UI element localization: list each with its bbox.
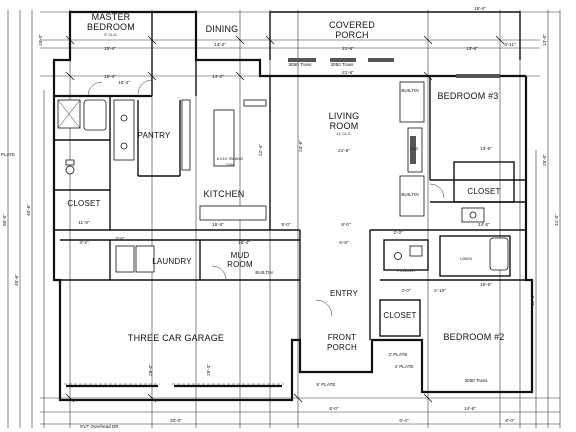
garage-label: THREE CAR GARAGE: [128, 333, 224, 343]
builtin-note-1: BUILTIN: [401, 88, 418, 93]
window-note-1: 3050 Trans: [289, 62, 313, 67]
living-room-label-2: ROOM: [330, 121, 359, 131]
dim-top-1: 15'-4": [104, 46, 116, 51]
builtin-note-3: BUILTIN: [255, 270, 272, 275]
dim-row2-3: 9'-0": [281, 222, 291, 227]
island-label: 6'X10' ISLAND: [217, 156, 244, 161]
builtin-note-2: BUILTIN: [401, 192, 418, 197]
living-room-label: LIVING: [329, 111, 360, 121]
dim-mid-5: 24'-6": [298, 140, 303, 152]
master-bedroom-label-2: BEDROOM: [87, 22, 135, 32]
dim-row3-5: 2'-3": [393, 230, 403, 235]
master-bedroom-ceiling: 9' CLG.: [104, 32, 117, 37]
dim-top-3: 14'-2": [214, 42, 226, 47]
dim-bottom-3: 33'-0": [170, 418, 182, 423]
dimensions-top: 15'-4" 15'-4" 14'-2" 21'-6" 21'-6" 15'-4…: [104, 6, 516, 79]
pantry-label: PANTRY: [138, 131, 171, 140]
dim-right-1: 41'-0": [554, 214, 559, 226]
bedroom2-label: BEDROOM #2: [443, 332, 504, 342]
dim-bottom-2: 29'-3": [206, 364, 211, 376]
dim-right-4: 13'-0": [542, 34, 547, 46]
linen-label: LINEN: [460, 256, 472, 261]
plate-note-1: 2' PLATE: [389, 352, 408, 357]
dim-row2-4: 8'-0": [341, 222, 351, 227]
fixtures: [57, 58, 509, 317]
dimensions-right: 41'-0" 25'-0" 12'-6" 13'-0": [530, 34, 559, 306]
dim-bottom-7: 8'-0": [505, 418, 515, 423]
closet-entry-label: CLOSET: [383, 311, 416, 320]
dim-row2-2: 15'-0": [212, 222, 224, 227]
dim-mid-4: 22'-4": [258, 144, 263, 156]
dim-row2-6: 13'-6": [480, 146, 492, 151]
dimensions-left: 85'-0" 45'-6" 40'-6" 15'-0": [2, 34, 43, 286]
dim-row3-7: 2'-10": [434, 288, 446, 293]
dim-row3-3: 15'-4": [238, 240, 250, 245]
dim-top-4: 21'-6": [342, 46, 354, 51]
window-note-2: 3050 Trans: [331, 62, 355, 67]
powder-label: POWDER: [397, 268, 415, 273]
closet-right-label: CLOSET: [467, 187, 500, 196]
door-note: 3050 Trans: [465, 378, 489, 383]
dim-row3-1: 3'-2": [79, 240, 89, 245]
mud-room-label-2: ROOM: [227, 260, 253, 269]
kitchen-label: KITCHEN: [204, 189, 245, 199]
entry-label: ENTRY: [330, 289, 358, 298]
dim-row3-6: 4'-0": [401, 288, 411, 293]
dim-top-7: 13'-6": [466, 46, 478, 51]
dim-row3-4: 6'-8": [339, 240, 349, 245]
dim-top-2: 15'-4": [104, 74, 116, 79]
dim-row2-5: 14'-0": [478, 222, 490, 227]
dimensions-mid: 15'-4" 14'-2" 21'-6" 22'-4" 24'-6": [118, 74, 350, 156]
dim-top-6: 15'-4": [474, 6, 486, 11]
dim-right-3: 12'-6": [530, 294, 535, 306]
dim-top-5: 21'-6": [342, 70, 354, 75]
dim-mid-1: 15'-4": [118, 80, 130, 85]
island-oven-label: OVN: [226, 162, 235, 167]
dim-top-8: 6'-11": [504, 42, 516, 47]
notes: BUILTIN BUILTIN BUILTIN PLATE 2' PLATE 4…: [1, 62, 488, 429]
dim-row3-2: 2'-6": [115, 236, 125, 241]
plate-note-left: PLATE: [1, 152, 15, 157]
dim-bottom-5: 6'-4": [399, 418, 409, 423]
dim-left-1: 85'-0": [2, 214, 7, 226]
closet-left-label: CLOSET: [67, 199, 100, 208]
living-room-ceiling: 11' CLG.: [336, 131, 351, 136]
dim-mid-3: 21'-6": [338, 148, 350, 153]
front-porch-label-2: PORCH: [327, 343, 357, 352]
master-bedroom-label: MASTER: [92, 12, 131, 22]
dim-row3-8: 15'-6": [480, 282, 492, 287]
dining-label: DINING: [206, 24, 239, 34]
dim-left-3: 40'-6": [26, 204, 31, 216]
walls: [52, 10, 534, 402]
plate-note-2: 4' PLATE: [395, 364, 414, 369]
dim-bottom-4: 6'-0": [329, 406, 339, 411]
dim-bottom-6: 14'-6": [464, 406, 476, 411]
laundry-label: LAUNDRY: [152, 257, 192, 266]
dimensions-bottom: 28'-0" 29'-3" 33'-0" 6'-0" 6'-4" 14'-6" …: [148, 364, 515, 423]
dim-row2-1: 11'-0": [78, 220, 90, 225]
room-labels: MASTER BEDROOM 9' CLG. DINING COVERED PO…: [67, 12, 504, 352]
mud-room-label: MUD: [231, 251, 250, 260]
front-porch-label: FRONT: [328, 333, 357, 342]
covered-porch-label: COVERED: [329, 20, 375, 30]
dimensions-row2: 11'-0" 15'-0" 9'-0" 8'-0" 14'-0" 13'-6": [78, 146, 492, 227]
dim-left-2: 45'-6": [14, 274, 19, 286]
gas-label: GAS: [410, 146, 419, 151]
dim-right-2: 25'-0": [542, 154, 547, 166]
dimensions-row3: 3'-2" 2'-6" 15'-4" 6'-8" 2'-3" 4'-0" 2'-…: [79, 230, 492, 293]
dim-mid-2: 14'-2": [212, 74, 224, 79]
dim-bottom-1: 28'-0": [148, 364, 153, 376]
covered-porch-label-2: PORCH: [335, 30, 369, 40]
plate-note-3: 5' PLATE: [317, 382, 336, 387]
dim-left-4: 15'-0": [38, 34, 43, 46]
bedroom3-label: BEDROOM #3: [437, 91, 498, 101]
overhead-door-note: 9'x7' Overhead DR.: [80, 424, 120, 429]
